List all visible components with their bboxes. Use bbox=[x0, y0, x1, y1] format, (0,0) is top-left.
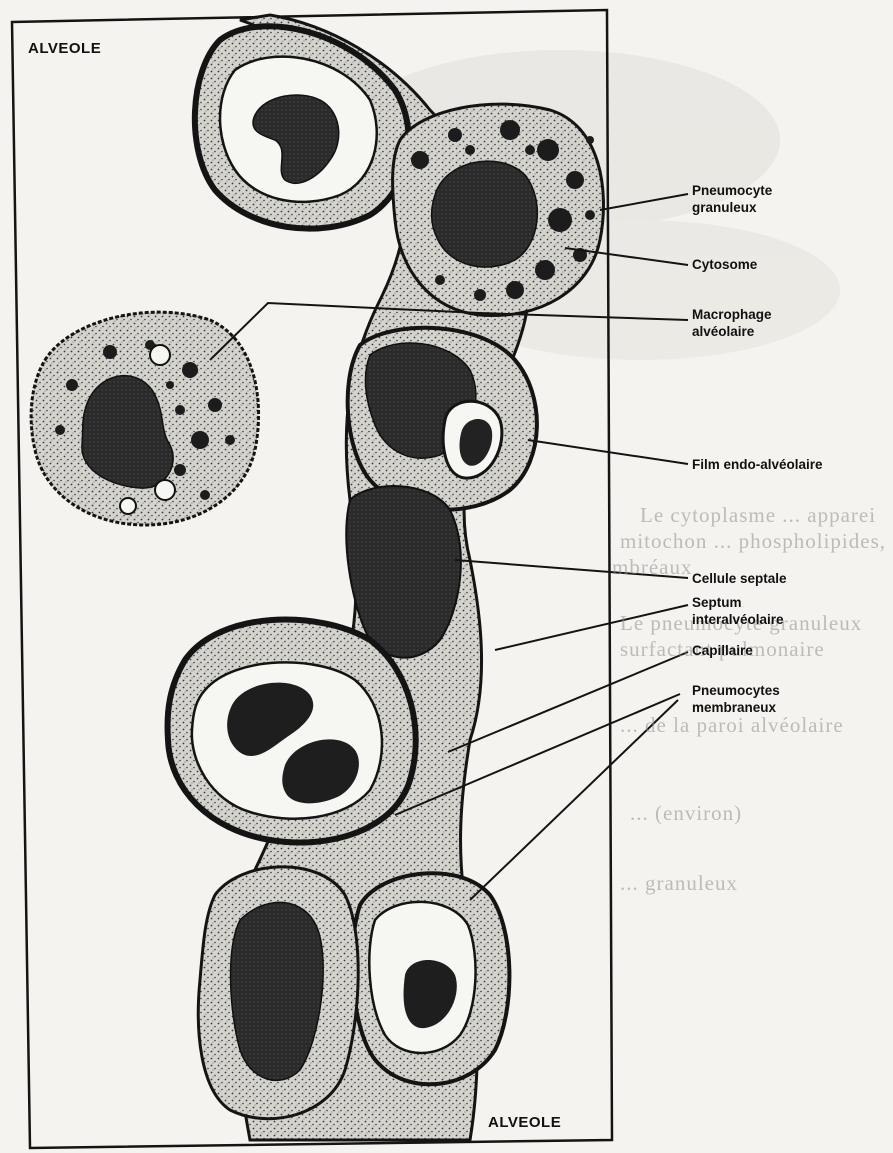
label-capillaire: Capillaire bbox=[692, 642, 753, 659]
label-septum-interalveolaire: Septum interalvéolaire bbox=[692, 594, 784, 628]
alveole-label-top: ALVEOLE bbox=[28, 40, 101, 57]
pneumocyte-top bbox=[195, 26, 409, 228]
granular-pneumocyte bbox=[393, 104, 604, 315]
alveole-label-bottom: ALVEOLE bbox=[488, 1114, 561, 1131]
background-text-1: Le cytoplasme ... apparei bbox=[640, 502, 876, 528]
pneumocyte-bottom bbox=[198, 867, 358, 1119]
label-film-endo-alveolaire: Film endo-alvéolaire bbox=[692, 456, 823, 473]
capillary-bottom bbox=[352, 873, 509, 1084]
background-text-7: ... (environ) bbox=[630, 800, 742, 826]
label-pneumocyte-granuleux: Pneumocyte granuleux bbox=[692, 182, 772, 216]
background-text-8: ... granuleux bbox=[620, 870, 738, 896]
background-text-2: mitochon ... phospholipides, bbox=[620, 528, 886, 554]
background-text-3: mbréaux bbox=[612, 554, 692, 580]
label-macrophage-alveolaire: Macrophage alvéolaire bbox=[692, 306, 772, 340]
capillary-middle bbox=[348, 328, 537, 510]
label-cellule-septale: Cellule septale bbox=[692, 570, 787, 587]
label-pneumocytes-membraneux: Pneumocytes membraneux bbox=[692, 682, 780, 716]
alveolar-macrophage bbox=[31, 312, 258, 525]
label-cytosome: Cytosome bbox=[692, 256, 757, 273]
capillary-lower bbox=[168, 620, 416, 843]
